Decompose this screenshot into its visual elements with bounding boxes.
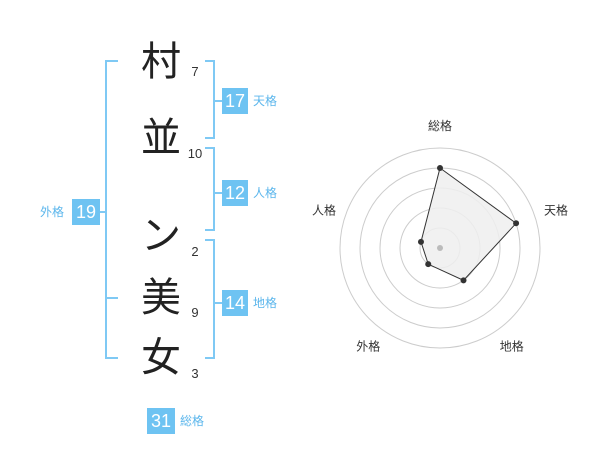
radar-axis-label-4: 外格 — [356, 339, 380, 354]
stroke-count-1: 7 — [191, 64, 199, 79]
chikaku-label: 地格 — [253, 296, 278, 310]
jinkaku-value: 12 — [222, 180, 248, 206]
gaikaku-label: 外格 — [40, 205, 65, 219]
radar-center-dot — [437, 245, 443, 251]
jinkaku-label: 人格 — [253, 186, 278, 200]
chikaku-value: 14 — [222, 290, 248, 316]
name-char-2: 並 — [141, 115, 181, 161]
radar-axis-label-1: 総格 — [428, 118, 452, 133]
name-char-3: ン — [141, 213, 181, 259]
soukaku-value: 31 — [147, 408, 175, 434]
name-char-5: 女 — [141, 335, 181, 381]
radar-axis-label-5: 人格 — [312, 202, 336, 217]
soukaku-label: 総格 — [180, 414, 205, 428]
tenkaku-value: 17 — [222, 88, 248, 114]
radar-axis-label-3: 地格 — [500, 339, 524, 354]
radar-point-3 — [460, 277, 467, 284]
stroke-count-2: 10 — [187, 146, 203, 161]
radar-point-5 — [417, 238, 424, 245]
stroke-count-5: 3 — [191, 366, 199, 381]
name-char-1: 村 — [141, 39, 181, 85]
radar-axis-label-2: 天格 — [544, 202, 568, 217]
radar-point-1 — [437, 165, 443, 171]
gaikaku-value: 19 — [72, 199, 100, 225]
radar-ring-5 — [339, 147, 541, 349]
name-char-4: 美 — [141, 275, 181, 321]
radar-points — [417, 165, 520, 284]
radar-point-2 — [513, 220, 520, 227]
stroke-count-4: 9 — [191, 305, 199, 320]
radar-area — [420, 167, 517, 281]
radar-point-4 — [425, 261, 432, 268]
tenkaku-label: 天格 — [253, 94, 278, 108]
stroke-count-3: 2 — [191, 244, 199, 259]
